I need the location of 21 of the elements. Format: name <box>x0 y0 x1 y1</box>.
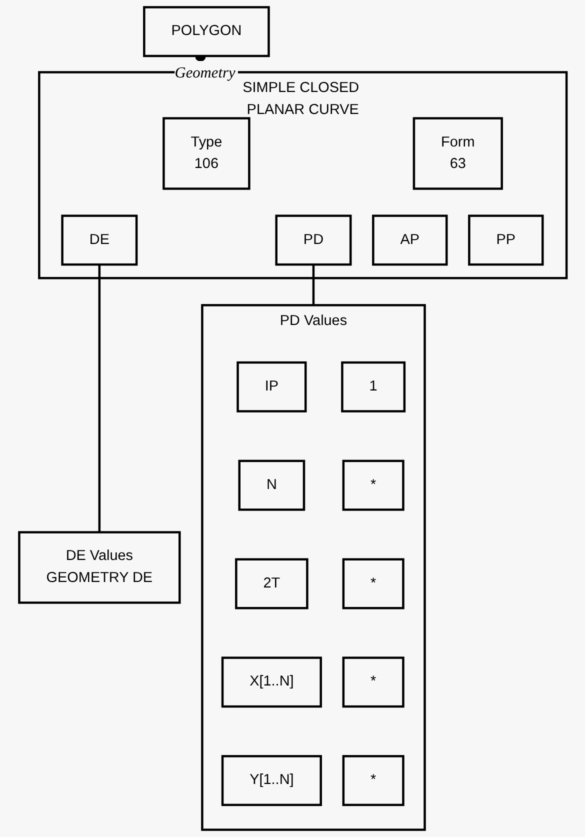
node-box <box>412 117 503 190</box>
cluster <box>200 304 426 831</box>
node-box <box>142 6 270 58</box>
diagram-drawing: SIMPLE CLOSED PLANAR CURVE Geometry PD Values IP N 2T X[1..N] Y[1..N] 1 * * * * POLYGON Type 106 Form 63 DE PD AP PP DE Values GEOMETRY DE <box>12 0 574 837</box>
node-box <box>342 656 404 708</box>
node-box <box>340 361 406 412</box>
node-box <box>372 214 448 266</box>
node-box <box>221 755 322 806</box>
node-box <box>221 656 322 708</box>
node-box <box>468 214 544 266</box>
node-box <box>234 558 308 610</box>
connector <box>196 54 208 61</box>
node-box <box>60 214 138 266</box>
node-box <box>274 214 352 266</box>
node-box <box>162 117 250 190</box>
node-box <box>342 460 404 511</box>
node-box <box>342 558 404 610</box>
node-box <box>342 755 404 806</box>
node-box <box>18 531 180 604</box>
node-box <box>238 460 305 511</box>
node-box <box>236 361 306 412</box>
